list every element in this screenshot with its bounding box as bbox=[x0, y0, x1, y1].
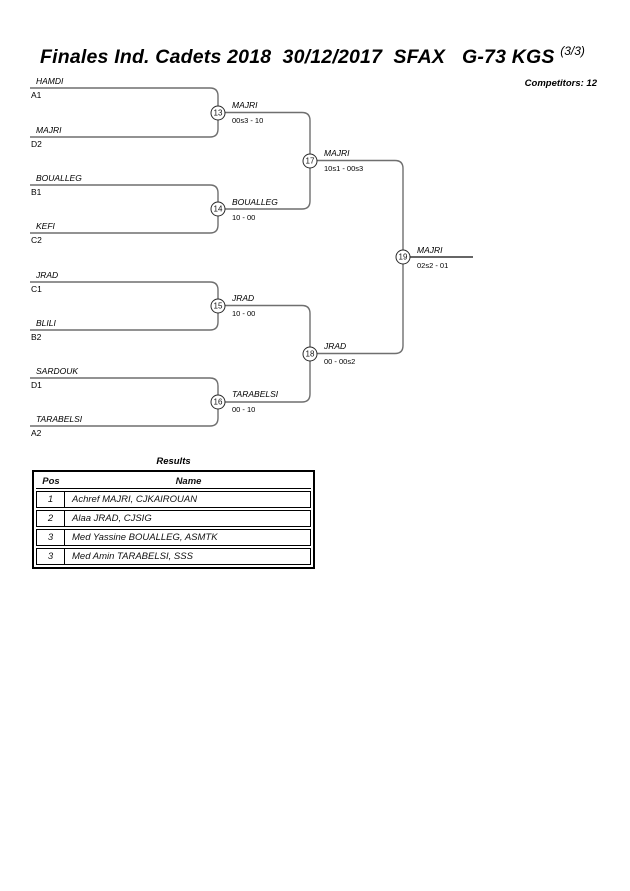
match-winner: TARABELSI bbox=[232, 389, 279, 399]
match-score: 10s1 - 00s3 bbox=[324, 164, 364, 173]
match-winner: JRAD bbox=[232, 293, 255, 303]
match-score: 10 - 00 bbox=[232, 212, 256, 222]
sheet-indicator: (3/3) bbox=[560, 44, 585, 58]
match-17-connector bbox=[225, 111, 311, 210]
entry-seed: C2 bbox=[31, 235, 42, 245]
entry-seed: A2 bbox=[31, 428, 42, 438]
entry-name: TARABELSI bbox=[36, 414, 83, 424]
result-name: Med Yassine BOUALLEG, ASMTK bbox=[72, 532, 218, 543]
match-15-connector bbox=[30, 281, 219, 331]
results-col-pos: Pos bbox=[42, 475, 60, 487]
results-header-row: Pos Name bbox=[36, 474, 311, 489]
table-row: 2 Alaa JRAD, CJSIG bbox=[36, 510, 311, 527]
entry-seed: C1 bbox=[31, 284, 42, 294]
match-score: 02s2 - 01 bbox=[417, 260, 449, 270]
match-number-badge: 19 bbox=[395, 249, 411, 265]
entry-seed: D2 bbox=[31, 139, 42, 149]
match-number-badge: 18 bbox=[302, 346, 318, 361]
results-title: Results bbox=[156, 456, 191, 467]
match-score: 00s3 - 10 bbox=[232, 116, 264, 125]
match-18-connector bbox=[225, 304, 311, 403]
match-number-badge: 15 bbox=[210, 298, 226, 313]
match-number-badge: 16 bbox=[210, 394, 226, 409]
entry-name: HAMDI bbox=[36, 76, 64, 86]
match-winner: MAJRI bbox=[417, 244, 443, 255]
match-winner: JRAD bbox=[324, 341, 347, 351]
entry-name: MAJRI bbox=[36, 125, 62, 135]
table-row: 3 Med Amin TARABELSI, SSS bbox=[36, 548, 311, 565]
table-row: 1 Achref MAJRI, CJKAIROUAN bbox=[36, 491, 311, 508]
entry-name: SARDOUK bbox=[36, 366, 79, 376]
result-name: Med Amin TARABELSI, SSS bbox=[72, 551, 193, 562]
entry-seed: B1 bbox=[31, 187, 42, 197]
match-winner: MAJRI bbox=[232, 100, 258, 110]
match-winner: BOUALLEG bbox=[232, 196, 278, 207]
entry-name: BLILI bbox=[36, 318, 56, 328]
match-winner: MAJRI bbox=[324, 148, 350, 158]
results-table: Pos Name 1 Achref MAJRI, CJKAIROUAN 2 Al… bbox=[32, 470, 315, 569]
entry-seed: D1 bbox=[31, 380, 42, 390]
result-pos: 2 bbox=[37, 511, 65, 526]
result-pos: 1 bbox=[37, 492, 65, 507]
match-19-connector bbox=[317, 159, 404, 355]
page-title: Finales Ind. Cadets 2018 30/12/2017 SFAX… bbox=[40, 44, 585, 69]
result-name: Alaa JRAD, CJSIG bbox=[72, 513, 152, 524]
match-number-badge: 14 bbox=[210, 201, 226, 217]
result-pos: 3 bbox=[37, 549, 65, 564]
entry-name: JRAD bbox=[36, 270, 59, 280]
entry-name: BOUALLEG bbox=[36, 173, 82, 183]
result-name: Achref MAJRI, CJKAIROUAN bbox=[72, 494, 198, 505]
match-number-badge: 17 bbox=[302, 153, 318, 168]
results-col-name: Name bbox=[175, 475, 202, 487]
match-number-badge: 13 bbox=[210, 105, 226, 120]
match-score: 00 - 00s2 bbox=[324, 357, 356, 366]
match-14-connector bbox=[30, 184, 219, 234]
competitors-count: Competitors: 12 bbox=[524, 78, 597, 89]
page-title-text: Finales Ind. Cadets 2018 30/12/2017 SFAX… bbox=[40, 46, 561, 68]
entry-seed: A1 bbox=[31, 90, 42, 100]
entry-name: KEFI bbox=[36, 221, 55, 231]
match-score: 10 - 00 bbox=[232, 309, 256, 318]
table-row: 3 Med Yassine BOUALLEG, ASMTK bbox=[36, 529, 311, 546]
result-pos: 3 bbox=[37, 530, 65, 545]
entry-seed: B2 bbox=[31, 332, 42, 342]
match-score: 00 - 10 bbox=[232, 405, 256, 414]
